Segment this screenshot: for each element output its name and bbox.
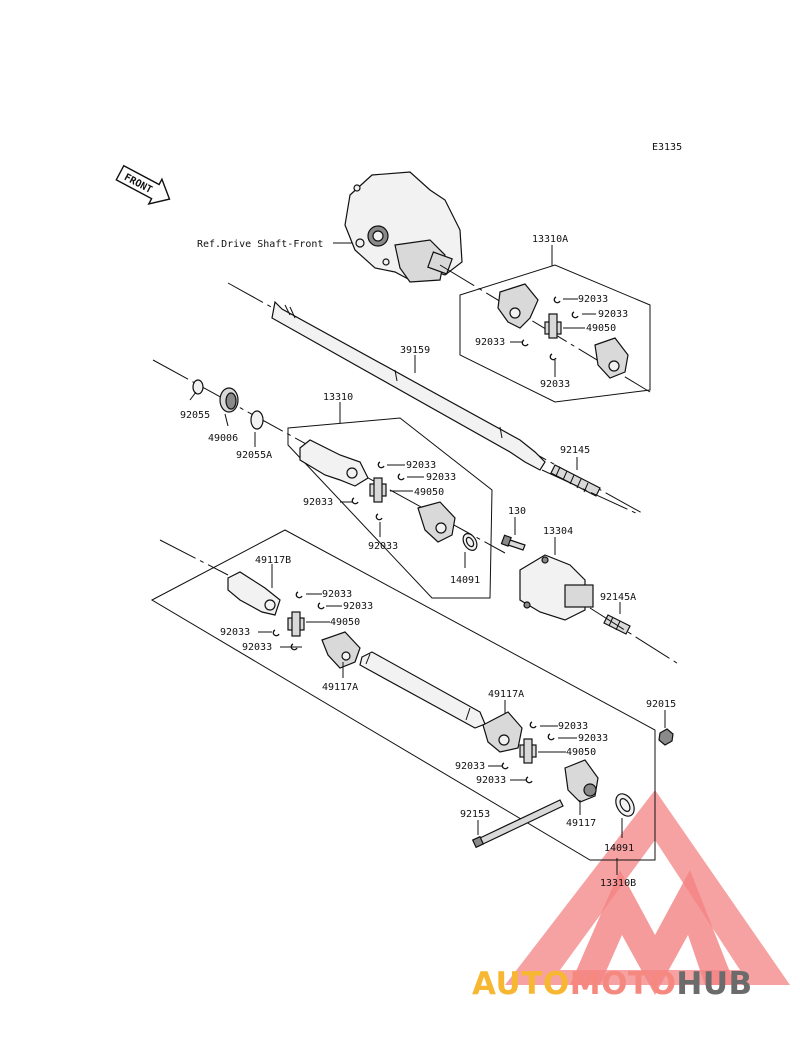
label-14091: 14091 — [450, 575, 480, 586]
label-92033: 92033 — [303, 497, 333, 508]
propeller-shaft — [359, 651, 486, 729]
label-49050: 49050 — [330, 617, 360, 628]
label-13304: 13304 — [543, 526, 573, 537]
washer-14091 — [462, 533, 478, 551]
front-arrow-icon: FRONT — [115, 164, 171, 205]
label-92033: 92033 — [475, 337, 505, 348]
label-49117: 49117 — [566, 818, 596, 829]
oil-seal-49006 — [219, 387, 239, 413]
label-92033: 92033 — [455, 761, 485, 772]
label-92033: 92033 — [540, 379, 570, 390]
watermark-part1: AUTO — [472, 966, 570, 1002]
label-49117A: 49117A — [488, 689, 524, 700]
bolt-130 — [500, 534, 526, 551]
spring-92145 — [550, 464, 601, 497]
label-92033: 92033 — [406, 460, 436, 471]
ref-drive-shaft-text: Ref.Drive Shaft-Front — [197, 239, 323, 250]
yoke-49117A-left — [321, 631, 361, 669]
yoke-49117 — [564, 759, 599, 803]
drive-shaft-39159 — [271, 300, 546, 471]
label-49117B: 49117B — [255, 555, 291, 566]
label-92033: 92033 — [220, 627, 250, 638]
watermark-part2: MOTO — [570, 966, 677, 1002]
cross-joint-13310A — [544, 313, 562, 339]
yoke-shaft-13310 — [299, 439, 369, 487]
label-92055A: 92055A — [236, 450, 272, 461]
label-92153: 92153 — [460, 809, 490, 820]
label-49117A: 49117A — [322, 682, 358, 693]
cross-joint-49050-c — [287, 611, 305, 637]
label-92033: 92033 — [578, 294, 608, 305]
label-92033: 92033 — [598, 309, 628, 320]
label-92033: 92033 — [242, 642, 272, 653]
label-92055: 92055 — [180, 410, 210, 421]
cross-joint-13310 — [369, 477, 387, 503]
label-92033: 92033 — [558, 721, 588, 732]
label-13310A: 13310A — [532, 234, 568, 245]
nut-92015 — [658, 728, 674, 746]
yoke-13310A-left — [497, 283, 539, 329]
label-14091: 14091 — [604, 843, 634, 854]
label-92145: 92145 — [560, 445, 590, 456]
final-gear-case — [344, 171, 463, 283]
label-92033: 92033 — [322, 589, 352, 600]
label-92033: 92033 — [426, 472, 456, 483]
label-92033: 92033 — [368, 541, 398, 552]
label-92033: 92033 — [476, 775, 506, 786]
yoke-49117A-right — [482, 711, 523, 753]
label-49006: 49006 — [208, 433, 238, 444]
watermark-text: AUTOMOTOHUB — [472, 966, 753, 1002]
yoke-13310A-right — [594, 337, 629, 379]
label-92033: 92033 — [578, 733, 608, 744]
bolt-92153 — [471, 799, 564, 849]
watermark-part3: HUB — [676, 966, 752, 1002]
svg-text:AUTOMOTOHUB: AUTOMOTOHUB — [472, 966, 753, 1002]
label-39159: 39159 — [400, 345, 430, 356]
label-92145A: 92145A — [600, 592, 636, 603]
label-49050: 49050 — [566, 747, 596, 758]
housing-13304 — [519, 554, 594, 621]
label-13310B: 13310B — [600, 878, 636, 889]
label-130: 130 — [508, 506, 526, 517]
washer-14091-b — [615, 793, 635, 817]
label-13310: 13310 — [323, 392, 353, 403]
label-49050: 49050 — [414, 487, 444, 498]
cross-joint-49050-d — [519, 738, 537, 764]
o-ring-92055A — [250, 410, 264, 430]
label-92033: 92033 — [343, 601, 373, 612]
o-ring-92055 — [192, 379, 204, 395]
watermark-logo-icon — [505, 790, 790, 995]
label-92015: 92015 — [646, 699, 676, 710]
diagram-code: E3135 — [652, 142, 682, 153]
spring-92145A — [603, 614, 631, 635]
yoke-13310-right — [417, 501, 456, 543]
yoke-49117B — [227, 571, 281, 616]
circlip — [553, 296, 561, 304]
label-49050: 49050 — [586, 323, 616, 334]
